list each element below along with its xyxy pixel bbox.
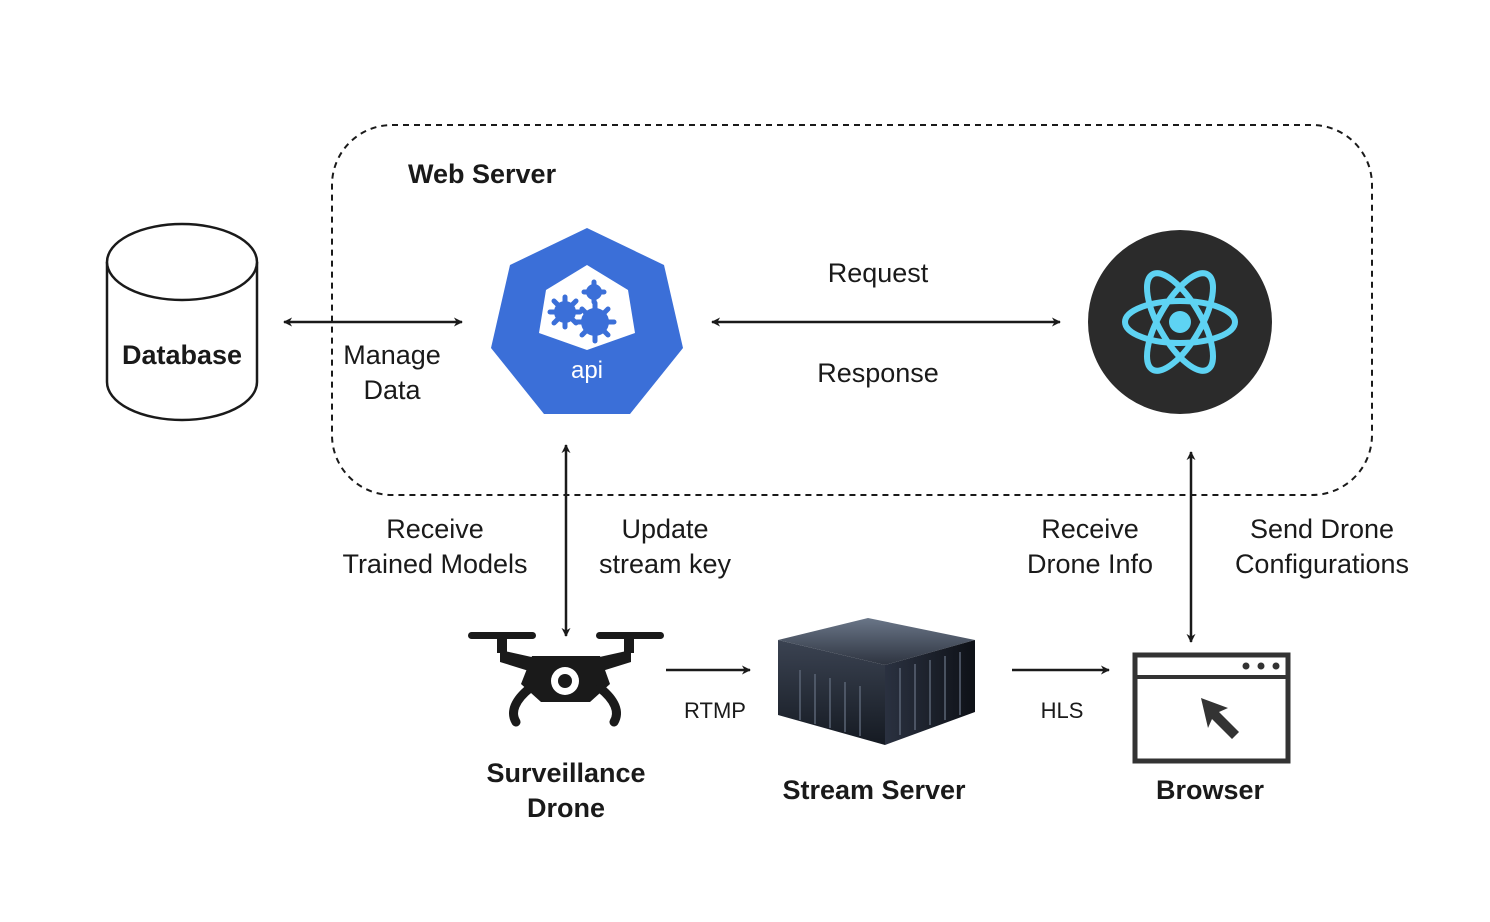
stream-server-icon [778,618,975,745]
request-label: Request [827,258,929,288]
hls-label: HLS [1040,698,1084,723]
receive-models-label: Receive Trained Models [342,514,528,579]
api-logo-icon: api [491,228,683,414]
react-logo-icon [1088,230,1272,414]
web-server-label: Web Server [408,159,557,189]
stream-server-label: Stream Server [782,775,966,805]
receive-info-label: Receive Drone Info [1026,514,1154,579]
update-key-label: Update stream key [598,514,732,579]
web-server-boundary [331,124,1373,496]
database-label: Database [121,340,243,370]
response-label: Response [817,358,939,388]
api-label: api [571,357,603,384]
database-cylinder-icon [105,222,259,422]
send-config-label: Send Drone Configurations [1234,514,1410,579]
manage-data-label: Manage Data [343,340,441,405]
browser-label: Browser [1155,775,1265,805]
browser-window-icon [1132,652,1291,764]
rtmp-label: RTMP [684,698,746,723]
drone-label: Surveillance Drone [486,758,646,823]
drone-icon [468,632,664,727]
